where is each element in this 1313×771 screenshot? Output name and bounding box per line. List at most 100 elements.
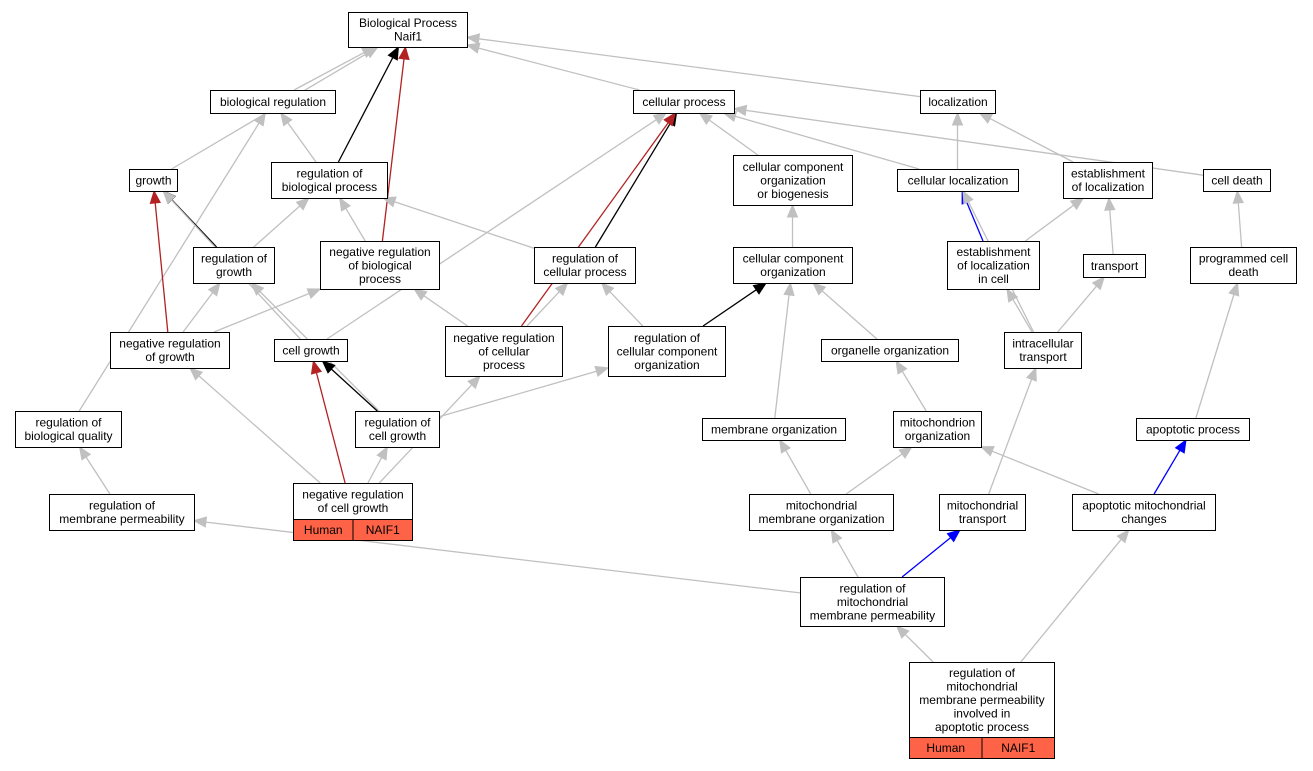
node-label-line: regulation of bbox=[201, 252, 268, 266]
node-cellproc[interactable]: cellular process bbox=[633, 90, 735, 114]
node-label-line: regulation of bbox=[296, 167, 363, 181]
arrowhead-apopmito-to-apop bbox=[1174, 438, 1187, 454]
node-label-line: of growth bbox=[145, 350, 194, 364]
node-growth[interactable]: growth bbox=[129, 169, 178, 192]
node-label-line: regulation of bbox=[364, 416, 431, 430]
edge-pcd-to-celldeath bbox=[1237, 202, 1243, 248]
node-bioreg[interactable]: biological regulation bbox=[210, 90, 336, 114]
node-label-line: Biological Process bbox=[359, 16, 457, 30]
edge-negregbp-to-bp bbox=[381, 58, 405, 242]
node-box bbox=[445, 326, 563, 377]
node-label-line: of cell growth bbox=[318, 501, 389, 515]
node-label-line: of localization bbox=[957, 258, 1030, 272]
node-label-line: membrane permeability bbox=[919, 693, 1044, 707]
node-box bbox=[15, 411, 122, 448]
node-label-line: transport bbox=[1019, 350, 1067, 364]
edge-ict-to-estlocc bbox=[1012, 299, 1033, 333]
node-label-line: mitochondrial bbox=[947, 499, 1018, 513]
edge-mitomemorg-to-memorg bbox=[785, 450, 812, 495]
node-label-line: localization bbox=[928, 95, 987, 109]
node-label-line: cellular process bbox=[642, 95, 725, 109]
node-transport[interactable]: transport bbox=[1083, 254, 1146, 278]
node-box bbox=[534, 247, 636, 284]
arrowhead-regcg-to-regcco bbox=[594, 365, 610, 377]
node-loc[interactable]: localization bbox=[920, 90, 996, 114]
node-memorg[interactable]: membrane organization bbox=[702, 418, 846, 441]
arrowhead-regmp-to-regbq bbox=[78, 445, 92, 461]
annotation-cell bbox=[981, 737, 1055, 759]
node-label-line: organization bbox=[905, 429, 970, 443]
edge-regbp-to-bioreg bbox=[287, 122, 317, 163]
arrowhead-regcg-to-cellgrowth bbox=[321, 360, 336, 374]
edge-negregcp-to-negregbp bbox=[423, 295, 468, 327]
arrowhead-negregbp-to-regbp bbox=[339, 196, 351, 212]
arrowhead-ict-to-estlocc bbox=[1006, 287, 1019, 303]
node-box bbox=[1203, 169, 1271, 192]
node-box bbox=[348, 12, 468, 48]
arrowhead-regcco-to-regcp bbox=[600, 282, 615, 296]
node-label-line: or biogenesis bbox=[757, 187, 828, 201]
node-label-line: regulation of bbox=[552, 252, 619, 266]
edge-cellproc-to-bp bbox=[478, 47, 640, 91]
node-apop[interactable]: apoptotic process bbox=[1136, 418, 1250, 441]
node-celldeath[interactable]: cell death bbox=[1203, 169, 1271, 192]
arrowhead-apop-to-pcd bbox=[1228, 281, 1240, 297]
edges-layer bbox=[78, 33, 1244, 663]
node-label-line: transport bbox=[1091, 259, 1139, 273]
node-box bbox=[909, 662, 1055, 738]
node-box bbox=[1063, 162, 1153, 199]
edge-mitomemorg-to-mitoorg bbox=[845, 453, 903, 495]
node-label-line: cell growth bbox=[282, 343, 339, 357]
edge-negreggrowth-to-growth bbox=[154, 202, 169, 333]
arrowhead-estlocc-to-estloc bbox=[1069, 197, 1085, 211]
node-box bbox=[608, 326, 726, 377]
edge-bioreg-to-bp bbox=[293, 52, 365, 91]
node-box bbox=[733, 247, 853, 284]
edge-regcp-to-cellproc bbox=[594, 122, 671, 248]
edge-ccob-to-cellproc bbox=[708, 119, 759, 156]
edge-regcp-to-regbp bbox=[394, 201, 535, 249]
node-box bbox=[193, 247, 275, 284]
node-box bbox=[355, 411, 440, 448]
edge-cellloc-to-cellproc bbox=[735, 115, 920, 170]
node-cellloc[interactable]: cellular localization bbox=[897, 169, 1019, 192]
node-label-line: mitochondrial bbox=[786, 499, 857, 513]
node-label-line: apoptotic mitochondrial bbox=[1082, 499, 1205, 513]
arrowhead-cellgrowth-to-cellproc bbox=[652, 112, 668, 125]
arrowhead-ccob-to-cellproc bbox=[698, 112, 713, 126]
edge-memorg-to-cco bbox=[774, 294, 790, 419]
node-orgorg[interactable]: organelle organization bbox=[821, 339, 959, 362]
arrowhead-regbq-to-bioreg bbox=[253, 111, 266, 127]
node-box bbox=[733, 155, 853, 206]
edge-orgorg-to-cco bbox=[821, 290, 878, 340]
arrowhead-estloc-to-loc bbox=[978, 112, 994, 124]
node-box bbox=[1136, 418, 1250, 441]
arrowhead-regbp-to-bp bbox=[387, 45, 399, 61]
edge-negregcp-to-regcp bbox=[526, 291, 560, 327]
node-cellgrowth[interactable]: cell growth bbox=[274, 339, 348, 362]
